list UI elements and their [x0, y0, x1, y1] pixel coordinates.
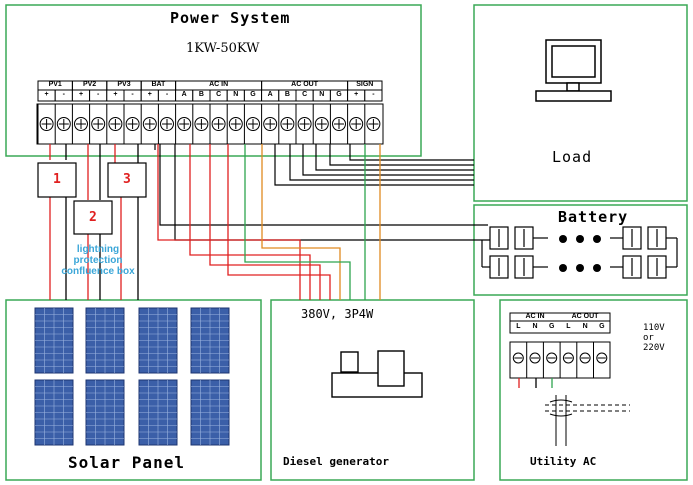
terminal-label: +: [113, 91, 118, 98]
diesel-box: [270, 299, 475, 481]
terminal-group-label: AC OUT: [291, 81, 319, 88]
utility-group-label: AC OUT: [571, 313, 599, 320]
terminal-label: +: [44, 91, 49, 98]
utility-label: Utility AC: [530, 455, 597, 468]
combiner-box-2-label: 2: [89, 210, 97, 225]
terminal-label: A: [181, 91, 187, 98]
utility-terminal-label: G: [599, 323, 605, 330]
terminal-group-label: AC IN: [209, 81, 229, 88]
terminal-label: N: [319, 91, 325, 98]
terminal-group-label: PV1: [48, 81, 62, 88]
terminal-label: C: [302, 91, 308, 98]
terminal-label: -: [372, 91, 375, 98]
terminal-label: B: [198, 91, 204, 98]
utility-terminal-label: G: [549, 323, 555, 330]
combiner-box-3: [107, 162, 147, 198]
power-system-title: Power System: [170, 9, 291, 27]
terminal-group-label: PV3: [117, 81, 131, 88]
terminal-label: +: [354, 91, 359, 98]
terminal-label: -: [131, 91, 134, 98]
terminal-label: B: [284, 91, 290, 98]
terminal-label: G: [336, 91, 342, 98]
terminal-label: N: [233, 91, 239, 98]
terminal-label: -: [62, 91, 65, 98]
terminal-label: A: [267, 91, 273, 98]
utility-cable-icon: [545, 395, 630, 446]
combiner-box-2: [73, 200, 113, 235]
combiner-box-1: [37, 162, 77, 198]
utility-terminal-label: L: [516, 323, 521, 330]
solar-panels: [34, 307, 230, 446]
utility-terminal-label: L: [566, 323, 571, 330]
terminal-label: +: [147, 91, 152, 98]
combiner-box-1-label: 1: [53, 172, 61, 187]
power-rating: 1KW-50KW: [186, 41, 260, 56]
utility-terminal-label: N: [532, 323, 538, 330]
battery-label: Battery: [558, 208, 629, 226]
load-label: Load: [552, 148, 593, 166]
terminal-label: +: [78, 91, 84, 98]
utility-voltage: 110V or 220V: [643, 323, 665, 353]
terminal-label: -: [97, 91, 100, 98]
diesel-spec: 380V, 3P4W: [301, 307, 374, 321]
terminal-group-label: SIGN: [356, 81, 374, 88]
solar-panel-label: Solar Panel: [68, 453, 185, 472]
terminal-group-label: BAT: [151, 81, 166, 88]
computer-monitor-icon: [535, 39, 612, 102]
diesel-generator-icon: [331, 350, 423, 398]
battery-box: [473, 204, 688, 296]
terminal-label: C: [216, 91, 222, 98]
terminal-group-label: PV2: [82, 81, 97, 88]
combiner-caption: lightning protection confluence box: [61, 244, 135, 277]
diesel-label: Diesel generator: [283, 455, 389, 468]
load-box: [473, 4, 688, 202]
combiner-box-3-label: 3: [123, 172, 131, 187]
utility-group-label: AC IN: [525, 313, 545, 320]
utility-terminal-label: N: [582, 323, 588, 330]
solar-panel-box: [5, 299, 262, 481]
utility-box: [499, 299, 688, 481]
power-system-box: [5, 4, 422, 157]
terminal-label: G: [250, 91, 256, 98]
terminal-label: -: [165, 91, 169, 98]
